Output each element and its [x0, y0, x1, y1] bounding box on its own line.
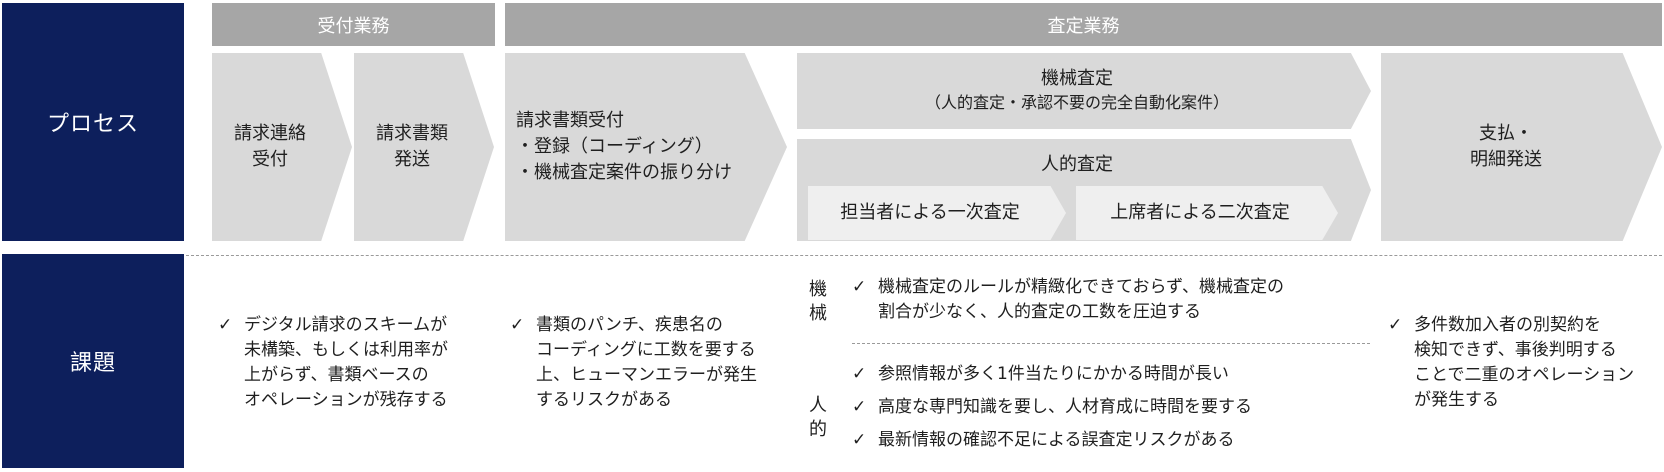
step-claim-contact-line2: 受付 — [252, 149, 288, 170]
step-payment-line1: 支払・ — [1479, 123, 1533, 144]
issue-reception-item: ✓ デジタル請求のスキームが 未構築、もしくは利用率が 上がらず、書類ベースの … — [218, 313, 498, 413]
step-send-documents-line2: 発送 — [394, 149, 430, 170]
issue-human-item: ✓ 最新情報の確認不足による誤査定リスクがある — [852, 428, 1372, 453]
step-second-assessment-text: 上席者による二次査定 — [1076, 186, 1324, 240]
issue-payment-line2: 検知できず、事後判明する — [1414, 340, 1617, 360]
check-icon: ✓ — [852, 430, 867, 450]
process-row-label-text: プロセス — [46, 112, 139, 137]
step-claim-contact-line1: 請求連絡 — [234, 123, 306, 144]
step-claim-contact-text: 請求連絡 受付 — [212, 53, 328, 241]
check-icon: ✓ — [510, 315, 525, 335]
reception-header-text: 受付業務 — [317, 15, 390, 37]
step-send-documents — [354, 53, 494, 241]
issue-human-item: ✓ 参照情報が多く1件当たりにかかる時間が長い — [852, 362, 1372, 387]
issue-document-line3: 上、ヒューマンエラーが発生 — [536, 365, 757, 385]
step-machine-assessment-text: 機械査定 （人的査定・承認不要の完全自動化案件） — [797, 53, 1357, 129]
assessment-header: 査定業務 — [505, 3, 1662, 46]
issue-human-line2: 高度な専門知識を要し、人材育成に時間を要する — [878, 397, 1252, 417]
step-document-reception-line3: ・機械査定案件の振り分け — [516, 162, 732, 183]
step-machine-assessment-line1: 機械査定 — [1041, 68, 1113, 89]
step-document-reception-line2: ・登録（コーディング） — [516, 136, 713, 157]
check-icon: ✓ — [1388, 315, 1403, 335]
issue-document-line4: するリスクがある — [536, 390, 672, 410]
issues-row-label-text: 課題 — [69, 351, 116, 376]
step-claim-contact — [212, 53, 352, 241]
issues-row-label: 課題 — [2, 254, 184, 468]
issue-payment-line1: 多件数加入者の別契約を — [1414, 315, 1601, 335]
row-divider — [186, 255, 1662, 256]
step-payment-text: 支払・ 明細発送 — [1381, 53, 1631, 241]
issue-machine-label-char1: 機 — [809, 279, 827, 300]
issue-reception-line3: 上がらず、書類ベースの — [244, 365, 429, 385]
issue-reception: ✓ デジタル請求のスキームが 未構築、もしくは利用率が 上がらず、書類ベースの … — [218, 313, 498, 413]
step-payment-line2: 明細発送 — [1470, 149, 1542, 170]
issue-payment-item: ✓ 多件数加入者の別契約を 検知できず、事後判明する ことで二重のオペレーション… — [1388, 313, 1660, 413]
issue-human-line3: 最新情報の確認不足による誤査定リスクがある — [878, 430, 1235, 450]
step-first-assessment — [808, 186, 1066, 240]
step-send-documents-line1: 請求書類 — [376, 123, 448, 144]
step-first-assessment-text: 担当者による一次査定 — [808, 186, 1052, 240]
step-second-assessment — [1076, 186, 1338, 240]
step-document-reception-text: 請求書類受付 ・登録（コーディング） ・機械査定案件の振り分け — [516, 53, 766, 241]
check-icon: ✓ — [852, 277, 867, 297]
step-first-assessment-label: 担当者による一次査定 — [840, 202, 1020, 223]
step-machine-assessment-line2: （人的査定・承認不要の完全自動化案件） — [924, 93, 1229, 112]
issue-human: ✓ 参照情報が多く1件当たりにかかる時間が長い ✓ 高度な専門知識を要し、人材育… — [852, 362, 1372, 453]
issue-reception-line4: オペレーションが残存する — [244, 390, 448, 410]
issue-human-label-char2: 的 — [809, 419, 827, 440]
step-human-assessment-label: 人的査定 — [1041, 154, 1113, 175]
issue-machine: ✓ 機械査定のルールが精緻化できておらず、機械査定の 割合が少なく、人的査定の工… — [852, 275, 1372, 325]
issue-document: ✓ 書類のパンチ、疾患名の コーディングに工数を要する 上、ヒューマンエラーが発… — [510, 313, 795, 413]
issue-document-line2: コーディングに工数を要する — [536, 340, 756, 360]
step-send-documents-text: 請求書類 発送 — [354, 53, 470, 241]
issue-machine-line2: 割合が少なく、人的査定の工数を圧迫する — [878, 302, 1201, 322]
issue-human-label: 人 的 — [806, 394, 830, 442]
issue-machine-line1: 機械査定のルールが精緻化できておらず、機械査定の — [878, 277, 1284, 297]
issue-human-label-char1: 人 — [809, 395, 827, 416]
process-row-label: プロセス — [2, 3, 184, 241]
step-machine-assessment — [797, 53, 1371, 129]
check-icon: ✓ — [852, 364, 867, 384]
check-icon: ✓ — [218, 315, 233, 335]
reception-header: 受付業務 — [212, 3, 495, 46]
issue-payment: ✓ 多件数加入者の別契約を 検知できず、事後判明する ことで二重のオペレーション… — [1388, 313, 1660, 413]
issue-reception-line1: デジタル請求のスキームが — [244, 315, 448, 335]
issue-machine-label-char2: 械 — [809, 303, 827, 324]
issue-document-item: ✓ 書類のパンチ、疾患名の コーディングに工数を要する 上、ヒューマンエラーが発… — [510, 313, 795, 413]
step-document-reception-line1: 請求書類受付 — [516, 110, 624, 131]
issue-human-item: ✓ 高度な専門知識を要し、人材育成に時間を要する — [852, 395, 1372, 420]
issue-machine-item: ✓ 機械査定のルールが精緻化できておらず、機械査定の 割合が少なく、人的査定の工… — [852, 275, 1372, 325]
machine-human-divider — [852, 343, 1370, 344]
issue-document-line1: 書類のパンチ、疾患名の — [536, 315, 723, 335]
issue-human-line1: 参照情報が多く1件当たりにかかる時間が長い — [878, 364, 1229, 384]
issue-reception-line2: 未構築、もしくは利用率が — [244, 340, 448, 360]
issue-payment-line3: ことで二重のオペレーション — [1414, 365, 1635, 385]
assessment-header-text: 査定業務 — [1047, 15, 1120, 37]
step-document-reception — [505, 53, 787, 241]
step-human-assessment-text: 人的査定 — [797, 145, 1357, 185]
step-second-assessment-label: 上席者による二次査定 — [1110, 202, 1290, 223]
issue-payment-line4: が発生する — [1414, 390, 1499, 410]
issue-machine-label: 機 械 — [806, 278, 830, 326]
step-payment — [1381, 53, 1662, 241]
check-icon: ✓ — [852, 397, 867, 417]
